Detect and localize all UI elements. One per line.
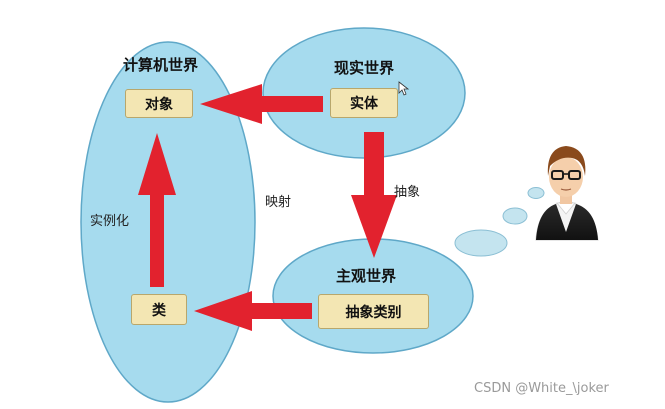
instantiation-label: 实例化: [90, 214, 130, 229]
arrow-abstract-to-class: [194, 291, 312, 331]
subjective-world-title: 主观世界: [336, 267, 397, 285]
entity-box: 实体: [330, 88, 398, 118]
thinking-man-icon: [535, 146, 599, 241]
real-world-title: 现实世界: [334, 59, 395, 77]
arrow-abstraction-down: [351, 132, 397, 258]
arrow-instantiation-up: [138, 133, 176, 287]
thought-bubble-medium: [502, 207, 528, 225]
object-box: 对象: [125, 89, 193, 118]
abstraction-label: 抽象: [394, 185, 421, 200]
watermark: CSDN @White_\joker: [474, 381, 609, 396]
thought-bubble-large: [454, 229, 508, 257]
thought-bubble-small: [527, 187, 545, 199]
mouse-cursor-icon: [398, 81, 410, 96]
abstract-category-box: 抽象类别: [318, 294, 429, 329]
arrow-entity-to-object: [200, 84, 323, 124]
mapping-label: 映射: [265, 195, 292, 210]
class-box: 类: [131, 294, 187, 325]
computer-world-title: 计算机世界: [123, 56, 199, 74]
